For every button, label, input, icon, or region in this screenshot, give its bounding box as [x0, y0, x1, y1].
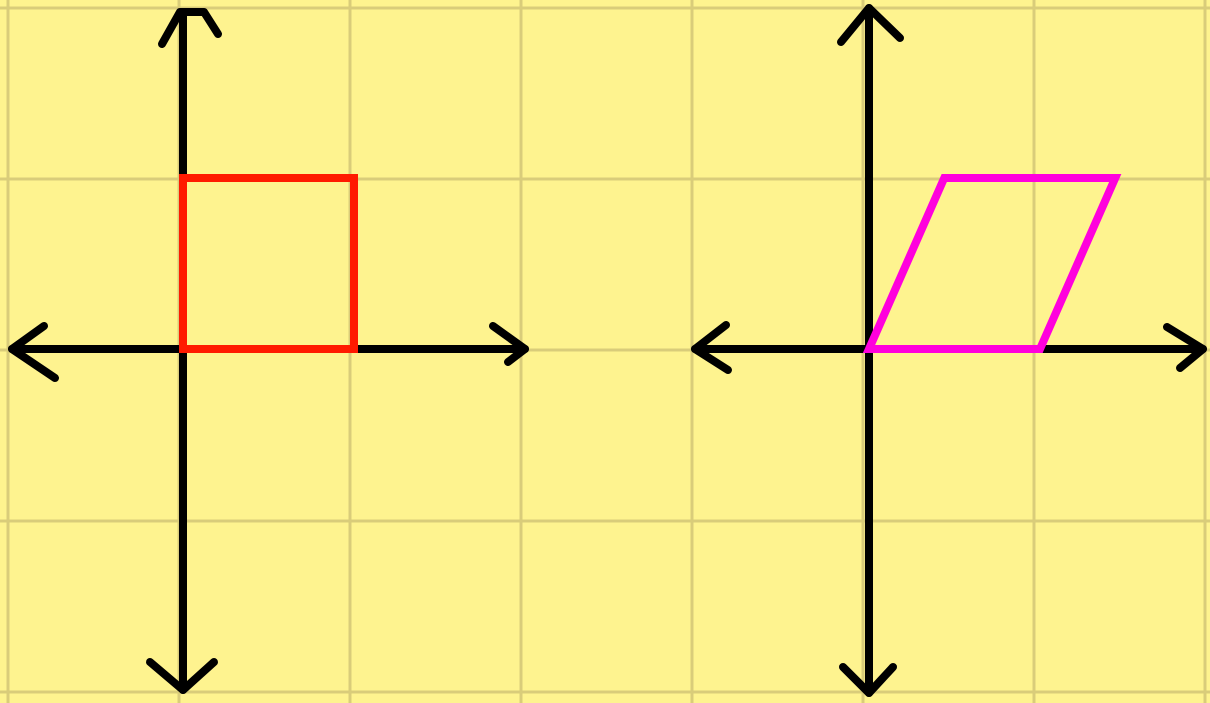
magenta-parallelogram [862, 174, 1122, 353]
left-x-axis-positive-arrowhead [489, 322, 529, 366]
left-y-axis-positive-arrowhead [158, 8, 222, 48]
right-y-axis-positive-arrowhead [837, 4, 904, 46]
right-coordinate-plane [691, 4, 1207, 697]
right-x-axis-negative-arrowhead [691, 321, 732, 374]
right-y-axis-negative-arrowhead [839, 663, 897, 697]
left-y-axis-negative-arrowhead [146, 658, 218, 694]
right-x-axis-positive-arrowhead [1163, 323, 1207, 372]
left-coordinate-plane [8, 8, 529, 694]
red-unit-square [179, 174, 358, 353]
left-x-axis-negative-arrowhead [8, 322, 59, 382]
